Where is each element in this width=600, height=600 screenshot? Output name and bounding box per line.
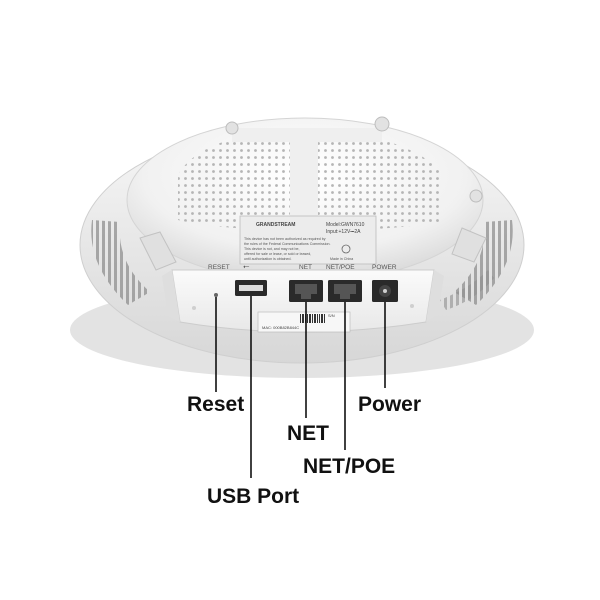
mount-slot-left	[139, 231, 177, 271]
port-panel-side-left	[162, 270, 180, 322]
label-input: Input:+12V⎓2A	[326, 229, 361, 235]
port-label-power: POWER	[372, 264, 397, 271]
usb-port[interactable]	[235, 280, 267, 296]
callout-power: Power	[358, 393, 422, 416]
label-origin: Made in China	[330, 257, 353, 261]
power-port[interactable]	[372, 280, 398, 302]
callout-net: NET	[287, 422, 329, 445]
port-label-net: NET	[299, 264, 312, 271]
product-label: GRANDSTREAM Model:GWN7610 Input:+12V⎓2A …	[239, 215, 377, 265]
rim-vents-left	[91, 220, 150, 305]
reset-hole[interactable]	[214, 293, 218, 297]
screw-hole-2	[374, 116, 390, 132]
barcode-sn-text: S/N	[328, 313, 335, 318]
port-label-reset: RESET	[208, 264, 230, 271]
callout-usb: USB Port	[207, 485, 300, 508]
leader-lines	[215, 296, 386, 478]
panel-screw-1	[192, 306, 196, 310]
mount-slot-right	[451, 227, 487, 263]
panel-screw-2	[410, 304, 414, 308]
label-logo-circle	[341, 244, 351, 254]
callout-reset: Reset	[187, 393, 245, 416]
label-fcc-1: This device has not been authorized as r…	[244, 237, 326, 241]
netpoe-port[interactable]	[328, 280, 362, 302]
barcode-bars	[300, 314, 325, 323]
rim-vents-front-right	[440, 270, 494, 310]
barcode-mac-text: MAC: 000B82B844C	[262, 325, 299, 330]
top-channel-bar	[232, 128, 382, 142]
net-port[interactable]	[289, 280, 323, 302]
label-fcc-3: This device is not, and may not be,	[244, 247, 300, 251]
label-model: Model:GWN7610	[326, 222, 365, 228]
label-fcc-4: offered for sale or lease, or sold or le…	[244, 252, 311, 256]
rim-vents-right	[454, 220, 513, 305]
label-fcc-2: the rules of the Federal Communications …	[244, 242, 331, 246]
port-label-netpoe: NET/POE	[326, 264, 355, 271]
barcode-sticker: S/N MAC: 000B82B844C	[257, 311, 351, 333]
callout-netpoe: NET/POE	[303, 455, 396, 478]
label-brand: GRANDSTREAM	[256, 222, 295, 228]
screw-hole-3	[469, 189, 483, 203]
usb-symbol-icon: ⭠	[243, 262, 250, 271]
top-channel	[290, 128, 318, 228]
screw-hole-1	[225, 121, 239, 135]
label-fcc-5: until authorization is obtained.	[244, 257, 292, 261]
port-panel-side-right	[426, 270, 444, 322]
